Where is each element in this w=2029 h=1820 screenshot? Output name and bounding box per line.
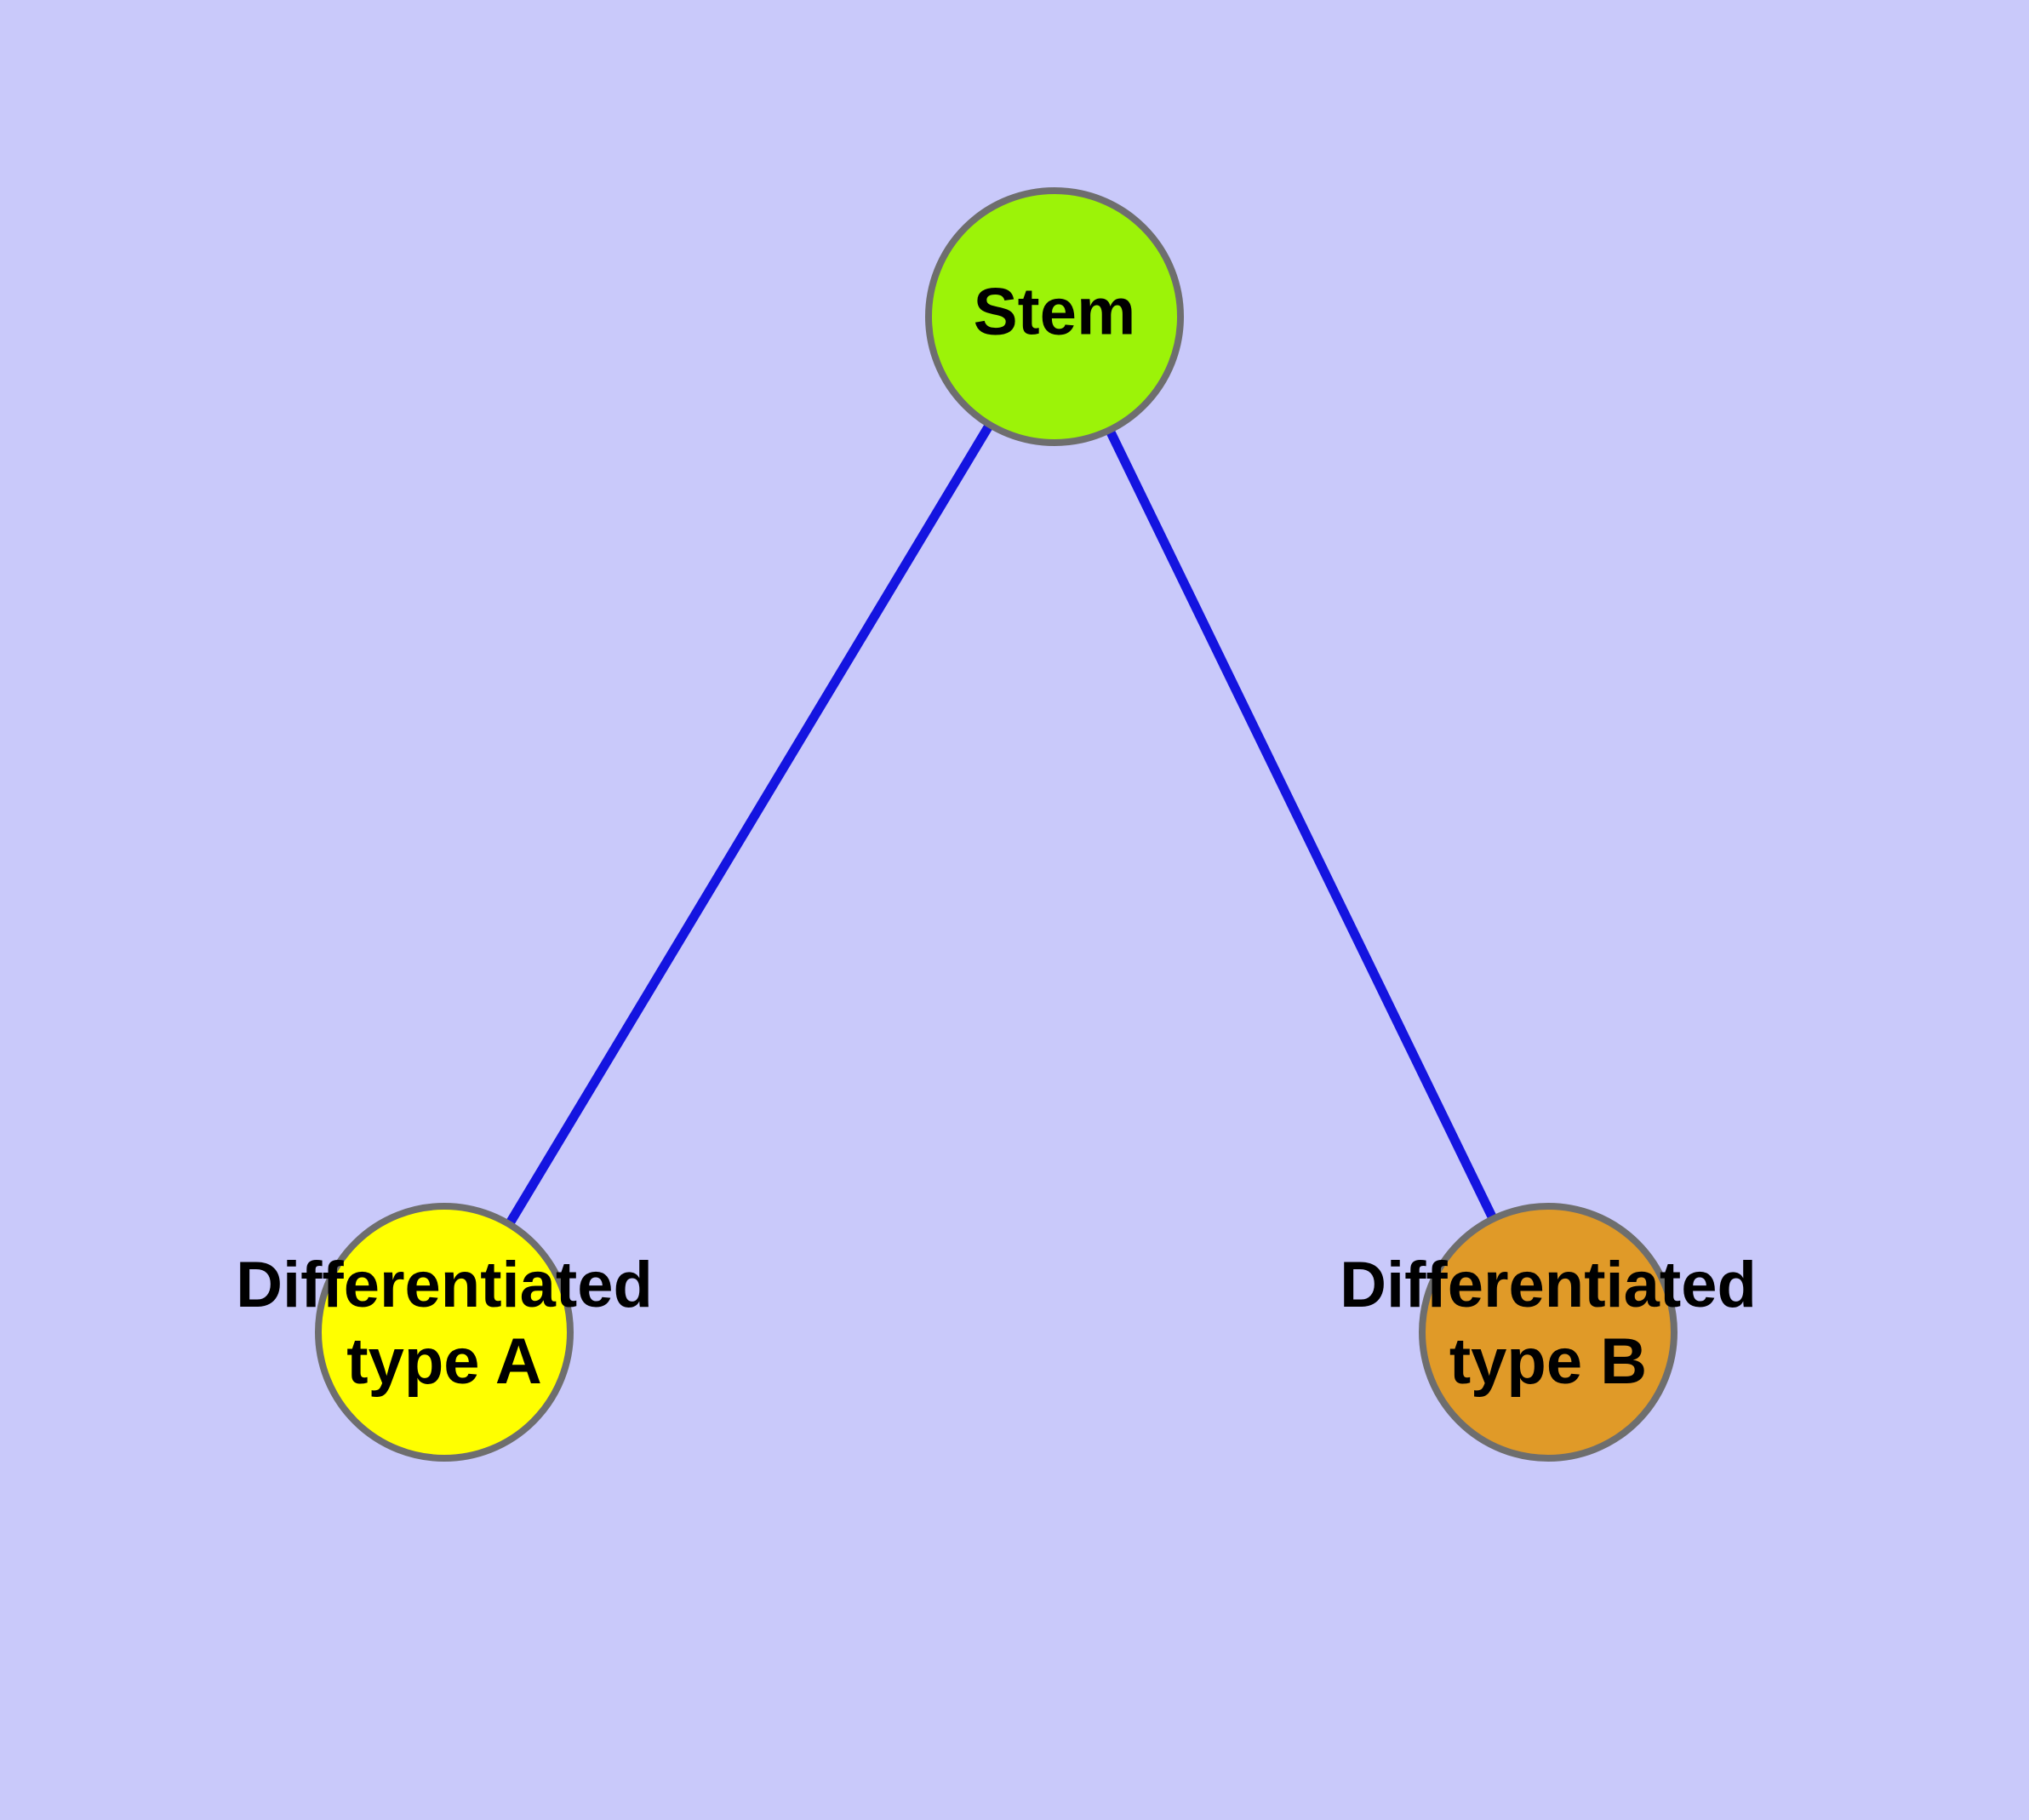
node-stem-circle[interactable] (925, 187, 1184, 446)
node-differentiated-type-a[interactable]: Differentiated type A (236, 1203, 653, 1462)
edge-stem-to-differentiated-type-a[interactable] (440, 314, 1059, 1335)
node-differentiated-type-a-label-line1: Differentiated (236, 1249, 653, 1321)
node-differentiated-type-b-circle[interactable] (1419, 1203, 1677, 1462)
edges-layer (440, 314, 1552, 1335)
node-differentiated-type-b-label-line2: type B (1449, 1325, 1647, 1398)
node-stem[interactable]: Stem (925, 187, 1184, 446)
node-differentiated-type-b-label-line1: Differentiated (1340, 1249, 1757, 1321)
node-differentiated-type-a-circle[interactable] (315, 1203, 574, 1462)
nodes-layer: Stem Differentiated type A Differentiate… (236, 187, 1757, 1462)
edge-stem-to-differentiated-type-b[interactable] (1050, 314, 1552, 1335)
node-differentiated-type-b[interactable]: Differentiated type B (1340, 1203, 1757, 1462)
node-stem-label: Stem (974, 274, 1136, 349)
node-differentiated-type-a-label-line2: type A (346, 1325, 541, 1398)
